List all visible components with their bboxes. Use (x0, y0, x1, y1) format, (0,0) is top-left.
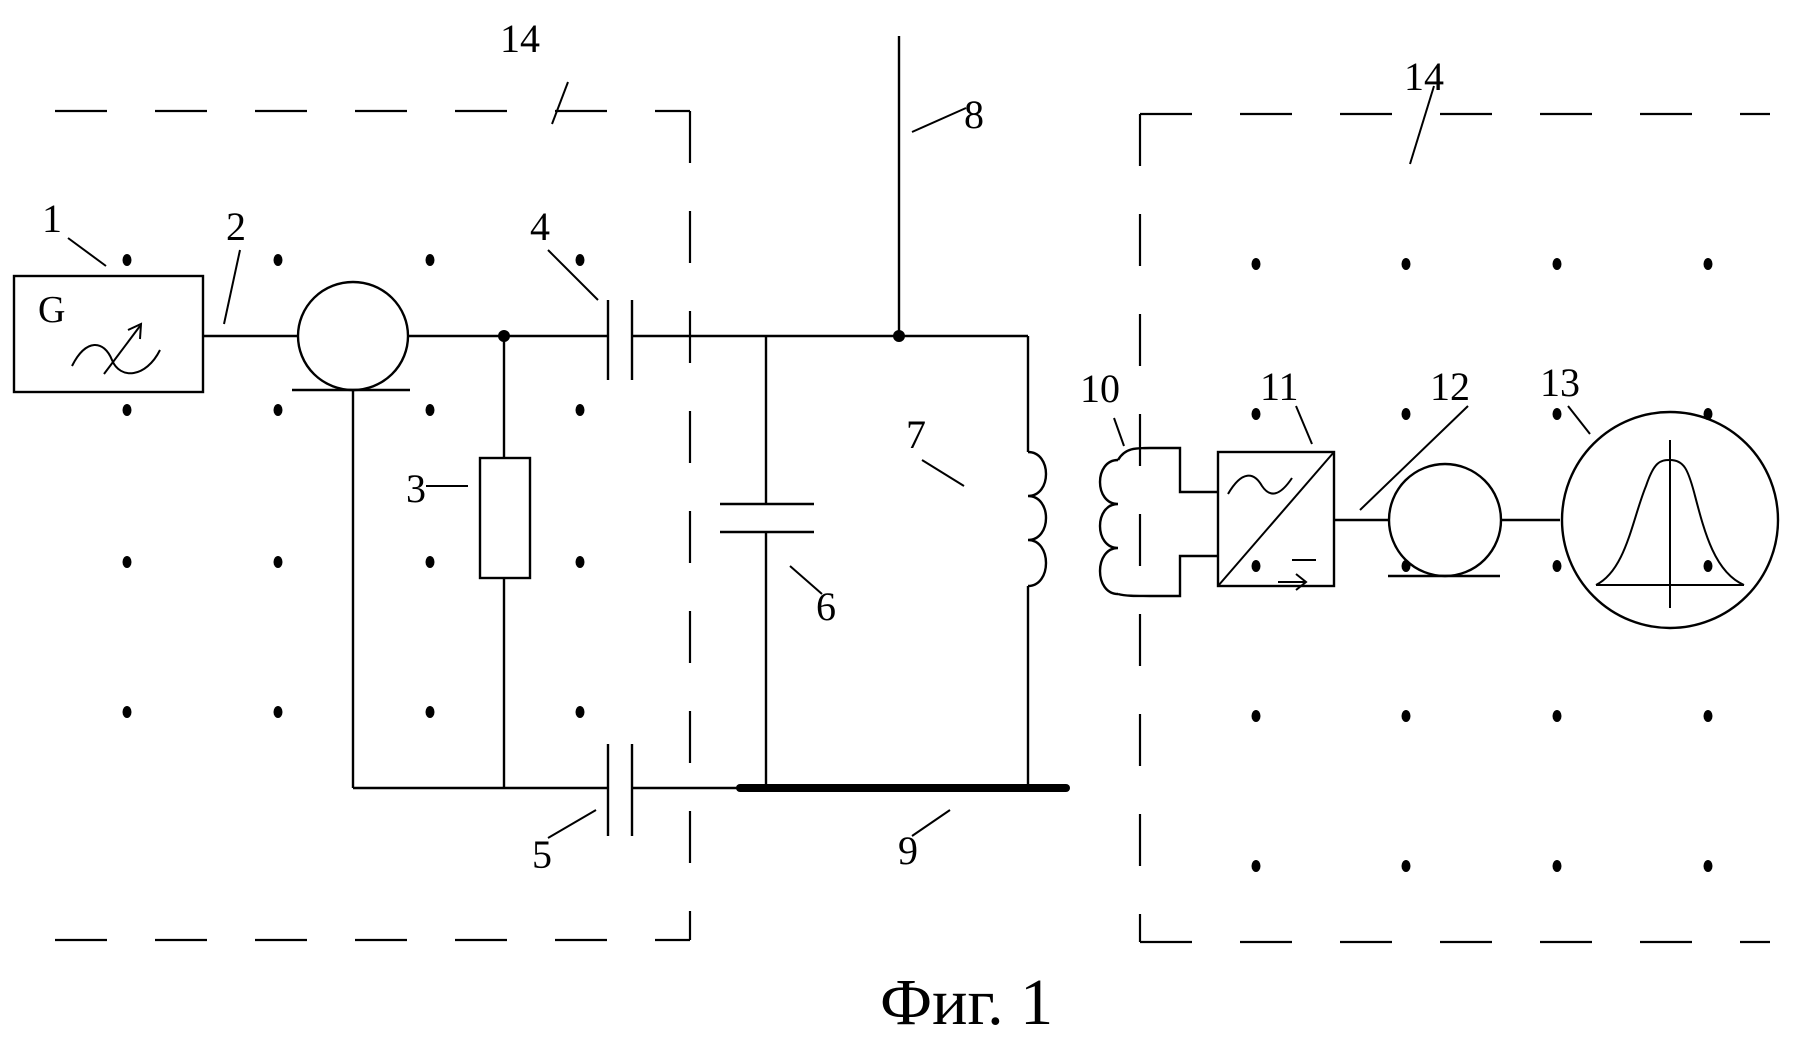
grid-dot (1252, 560, 1261, 572)
grid-dot (1402, 710, 1411, 722)
grid-dot (576, 706, 585, 718)
grid-dot (576, 254, 585, 266)
pickup-coil (1100, 448, 1218, 596)
grid-dot (1704, 560, 1713, 572)
grid-dot (274, 706, 283, 718)
label-5: 5 (532, 832, 552, 877)
label-7: 7 (906, 412, 926, 457)
grid-dot (1553, 710, 1562, 722)
grid-dot (1402, 258, 1411, 270)
label-10: 10 (1080, 366, 1120, 411)
grid-dot (1553, 258, 1562, 270)
grid-dot (576, 556, 585, 568)
generator-block: G (14, 276, 203, 392)
grid-dot (576, 404, 585, 416)
grid-dot (123, 556, 132, 568)
spectrum-indicator (1562, 412, 1778, 628)
leader-lines (68, 82, 1590, 838)
grid-dot (1252, 258, 1261, 270)
grid-dot (123, 254, 132, 266)
figure-caption: Фиг. 1 (880, 966, 1053, 1039)
grid-dot (274, 556, 283, 568)
grid-dot (123, 706, 132, 718)
label-12: 12 (1430, 364, 1470, 409)
shield-box-right (1140, 114, 1770, 942)
grid-dot (123, 404, 132, 416)
ac-wave-icon (1228, 476, 1292, 494)
grid-dot (1252, 408, 1261, 420)
grid-dot (1402, 860, 1411, 872)
grid-dot (274, 404, 283, 416)
arrow-icon (104, 326, 140, 374)
label-8: 8 (964, 92, 984, 137)
grid-dot (1553, 860, 1562, 872)
label-13: 13 (1540, 360, 1580, 405)
label-6: 6 (816, 584, 836, 629)
label-14-right: 14 (1404, 54, 1444, 99)
grid-dot (426, 254, 435, 266)
junction-dot (498, 330, 510, 342)
grid-dot (1704, 710, 1713, 722)
label-4: 4 (530, 204, 550, 249)
grid-dot (1553, 560, 1562, 572)
capacitor-6 (720, 504, 814, 532)
label-2: 2 (226, 204, 246, 249)
grid-dot (1252, 860, 1261, 872)
coaxial-cable-symbol (292, 282, 410, 390)
grid-dot (1252, 710, 1261, 722)
label-14-left: 14 (500, 16, 540, 61)
junction-dot (893, 330, 905, 342)
label-1: 1 (42, 196, 62, 241)
shield-box-left (55, 111, 690, 940)
wiring (203, 36, 1028, 788)
label-11: 11 (1260, 364, 1299, 409)
grid-dot (1704, 258, 1713, 270)
grid-dot (426, 404, 435, 416)
grid-dot (426, 706, 435, 718)
ac-dc-converter-block (1218, 452, 1334, 590)
label-9: 9 (898, 828, 918, 873)
capacitor-4 (608, 300, 632, 380)
coaxial-cable-symbol (1388, 464, 1501, 576)
label-3: 3 (406, 466, 426, 511)
grid-dots-right (1252, 258, 1713, 872)
resistor (480, 458, 530, 578)
grid-dot (274, 254, 283, 266)
inductor-coil (1028, 452, 1046, 586)
capacitor-5 (608, 744, 632, 836)
grid-dot (1402, 408, 1411, 420)
grid-dot (426, 556, 435, 568)
generator-symbol: G (38, 289, 65, 331)
grid-dot (1704, 860, 1713, 872)
grid-dot (1553, 408, 1562, 420)
